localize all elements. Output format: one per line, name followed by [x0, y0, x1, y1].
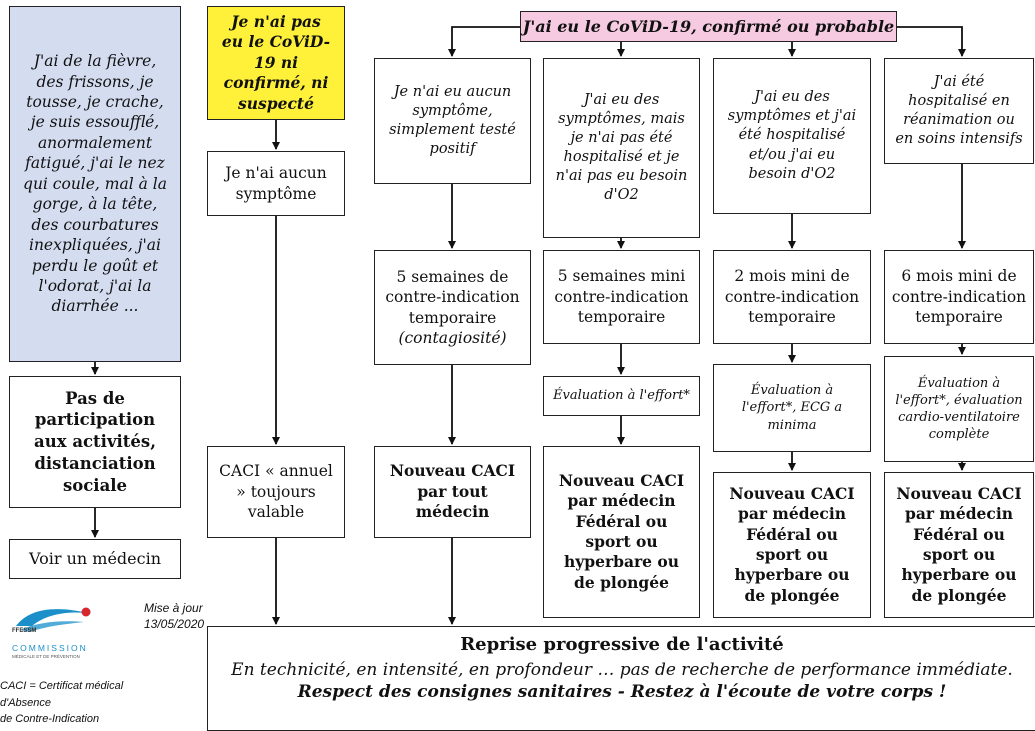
situation-box-1: Je n'ai eu aucun symptôme, simplement te… — [374, 58, 531, 184]
legend-line-1: CACI = Certificat médical — [0, 680, 124, 692]
new-caci-text-1: Nouveau CACI par tout médecin — [389, 461, 516, 522]
no-activity-text: Pas de participation aux activités, dist… — [34, 388, 156, 495]
resumption-advice: Respect des consignes sanitaires - Reste… — [297, 682, 947, 703]
evaluation-box-2: Évaluation à l'effort* — [543, 376, 700, 416]
see-doctor-text: Voir un médecin — [29, 549, 161, 569]
covid-header-text: J'ai eu le CoViD-19, confirmé ou probabl… — [522, 16, 895, 36]
resumption-title: Reprise progressive de l'activité — [460, 634, 784, 655]
no-symptom-box: Je n'ai aucun symptôme — [207, 151, 345, 216]
new-caci-box-2: Nouveau CACI par médecin Fédéral ou spor… — [543, 446, 700, 618]
logo-commission: COMMISSION — [12, 643, 88, 653]
covid-header: J'ai eu le CoViD-19, confirmé ou probabl… — [520, 11, 897, 42]
logo-subtitle: MÉDICALE ET DE PRÉVENTION — [12, 654, 80, 659]
legend-line-2: d'Absence — [0, 696, 52, 709]
new-caci-box-3: Nouveau CACI par médecin Fédéral ou spor… — [713, 472, 871, 618]
see-doctor-box: Voir un médecin — [9, 539, 181, 579]
contagiosity-note: (contagiosité) — [398, 328, 507, 347]
progressive-resumption-box: Reprise progressive de l'activité En tec… — [207, 626, 1035, 731]
symptoms-box: J'ai de la fièvre, des frissons, je tous… — [9, 6, 181, 362]
situation-text-1: Je n'ai eu aucun symptôme, simplement te… — [389, 83, 516, 158]
new-caci-text-2: Nouveau CACI par médecin Fédéral ou spor… — [558, 470, 685, 592]
ffessm-logo: FFESSM COMMISSION MÉDICALE ET DE PRÉVENT… — [10, 600, 100, 660]
contraindication-box-1: 5 semaines de contre-indication temporai… — [374, 250, 531, 365]
no-covid-header: Je n'ai pas eu le CoViD-19 ni confirmé, … — [207, 6, 345, 120]
new-caci-text-3: Nouveau CACI par médecin Fédéral ou spor… — [729, 483, 855, 605]
evaluation-text-4: Évaluation à l'effort*, évaluation cardi… — [895, 375, 1023, 443]
new-caci-text-4: Nouveau CACI par médecin Fédéral ou spor… — [896, 483, 1022, 605]
no-activity-box: Pas de participation aux activités, dist… — [9, 376, 181, 508]
contraindication-text-4: 6 mois mini de contre-indication tempora… — [891, 267, 1027, 327]
annual-caci-box: CACI « annuel » toujours valable — [207, 446, 345, 538]
situation-text-4: J'ai été hospitalisé en réanimation ou e… — [895, 73, 1023, 148]
situation-box-3: J'ai eu des symptômes et j'ai été hospit… — [713, 58, 871, 214]
evaluation-box-4: Évaluation à l'effort*, évaluation cardi… — [884, 356, 1034, 462]
resumption-details: En technicité, en intensité, en profonde… — [231, 659, 1013, 680]
logo-org: FFESSM — [12, 628, 37, 634]
situation-text-2: J'ai eu des symptômes, mais je n'ai pas … — [555, 91, 688, 204]
wave-icon — [16, 607, 92, 632]
annual-caci-text: CACI « annuel » toujours valable — [219, 462, 333, 522]
evaluation-box-3: Évaluation à l'effort*, ECG a minima — [713, 364, 871, 452]
situation-box-4: J'ai été hospitalisé en réanimation ou e… — [884, 58, 1034, 164]
legend-line-3: de Contre-Indication — [0, 713, 100, 725]
new-caci-box-4: Nouveau CACI par médecin Fédéral ou spor… — [884, 472, 1034, 618]
evaluation-text-2: Évaluation à l'effort* — [553, 388, 690, 404]
evaluation-text-3: Évaluation à l'effort*, ECG a minima — [741, 383, 843, 433]
situation-text-3: J'ai eu des symptômes et j'ai été hospit… — [727, 89, 857, 182]
contraindication-box-3: 2 mois mini de contre-indication tempora… — [713, 250, 871, 344]
contraindication-text-1: 5 semaines de contre-indication temporai… — [385, 267, 520, 327]
caci-legend: CACI = Certificat médical d'Absence de C… — [0, 678, 123, 728]
contraindication-box-2: 5 semaines mini contre-indication tempor… — [543, 250, 700, 344]
update-info: Mise à jour 13/05/2020 — [144, 600, 204, 632]
update-label: Mise à jour — [144, 601, 203, 615]
no-symptom-text: Je n'ai aucun symptôme — [225, 164, 327, 203]
update-date: 13/05/2020 — [144, 617, 205, 632]
situation-box-2: J'ai eu des symptômes, mais je n'ai pas … — [543, 58, 700, 238]
contraindication-text-2: 5 semaines mini contre-indication tempor… — [554, 267, 689, 327]
new-caci-box-1: Nouveau CACI par tout médecin — [374, 446, 531, 538]
symptoms-text: J'ai de la fièvre, des frissons, je tous… — [23, 52, 167, 316]
contraindication-box-4: 6 mois mini de contre-indication tempora… — [884, 250, 1034, 344]
no-covid-header-text: Je n'ai pas eu le CoViD-19 ni confirmé, … — [221, 11, 331, 113]
contraindication-text-3: 2 mois mini de contre-indication tempora… — [724, 267, 860, 327]
